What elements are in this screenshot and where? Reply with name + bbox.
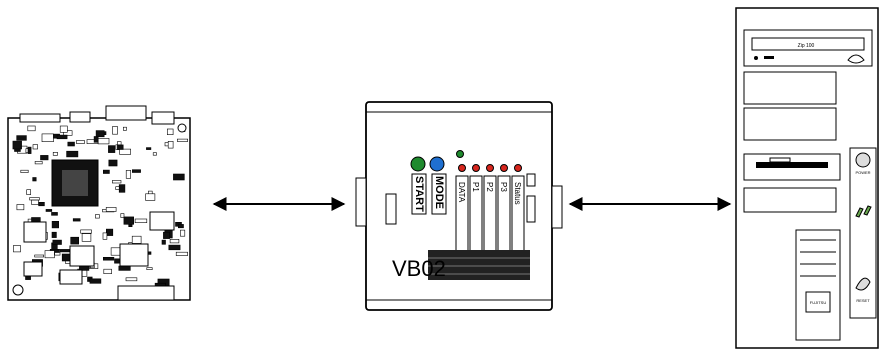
power-button: [855, 152, 871, 168]
zip-drive-label: Zip 100: [798, 43, 815, 49]
status-led: [458, 164, 466, 172]
brand-badge: [805, 291, 831, 313]
leds-icon: [855, 205, 872, 218]
status-column-label: P3: [499, 182, 508, 192]
reset-button: [855, 277, 871, 291]
status-led: [500, 164, 508, 172]
status-columns: DATA P1 P2 P3 Status: [455, 164, 525, 255]
target-board: [7, 105, 191, 301]
label-block: [428, 250, 530, 280]
programmer-box: START MODE DATA P1 P2 P3 Status VB02: [355, 101, 563, 311]
status-column-label: Status: [513, 182, 522, 205]
pc-tower: Zip 100 POWER RESET FUJITSU: [735, 7, 879, 349]
status-led: [486, 164, 494, 172]
power-label: POWER: [855, 170, 870, 175]
pcb-components: [12, 125, 189, 291]
brand-label: FUJITSU: [810, 300, 827, 305]
mode-button: [429, 156, 445, 172]
programmer-model-label: VB02: [392, 256, 446, 281]
status-column-label: P1: [471, 182, 480, 192]
status-led: [472, 164, 480, 172]
status-column-label: P2: [485, 182, 494, 192]
status-led: [514, 164, 522, 172]
start-label: START: [413, 176, 425, 212]
mode-label: MODE: [433, 176, 445, 209]
status-column-label: DATA: [457, 182, 466, 203]
reset-label: RESET: [856, 298, 870, 303]
extra-led: [456, 150, 464, 158]
start-button: [410, 156, 426, 172]
